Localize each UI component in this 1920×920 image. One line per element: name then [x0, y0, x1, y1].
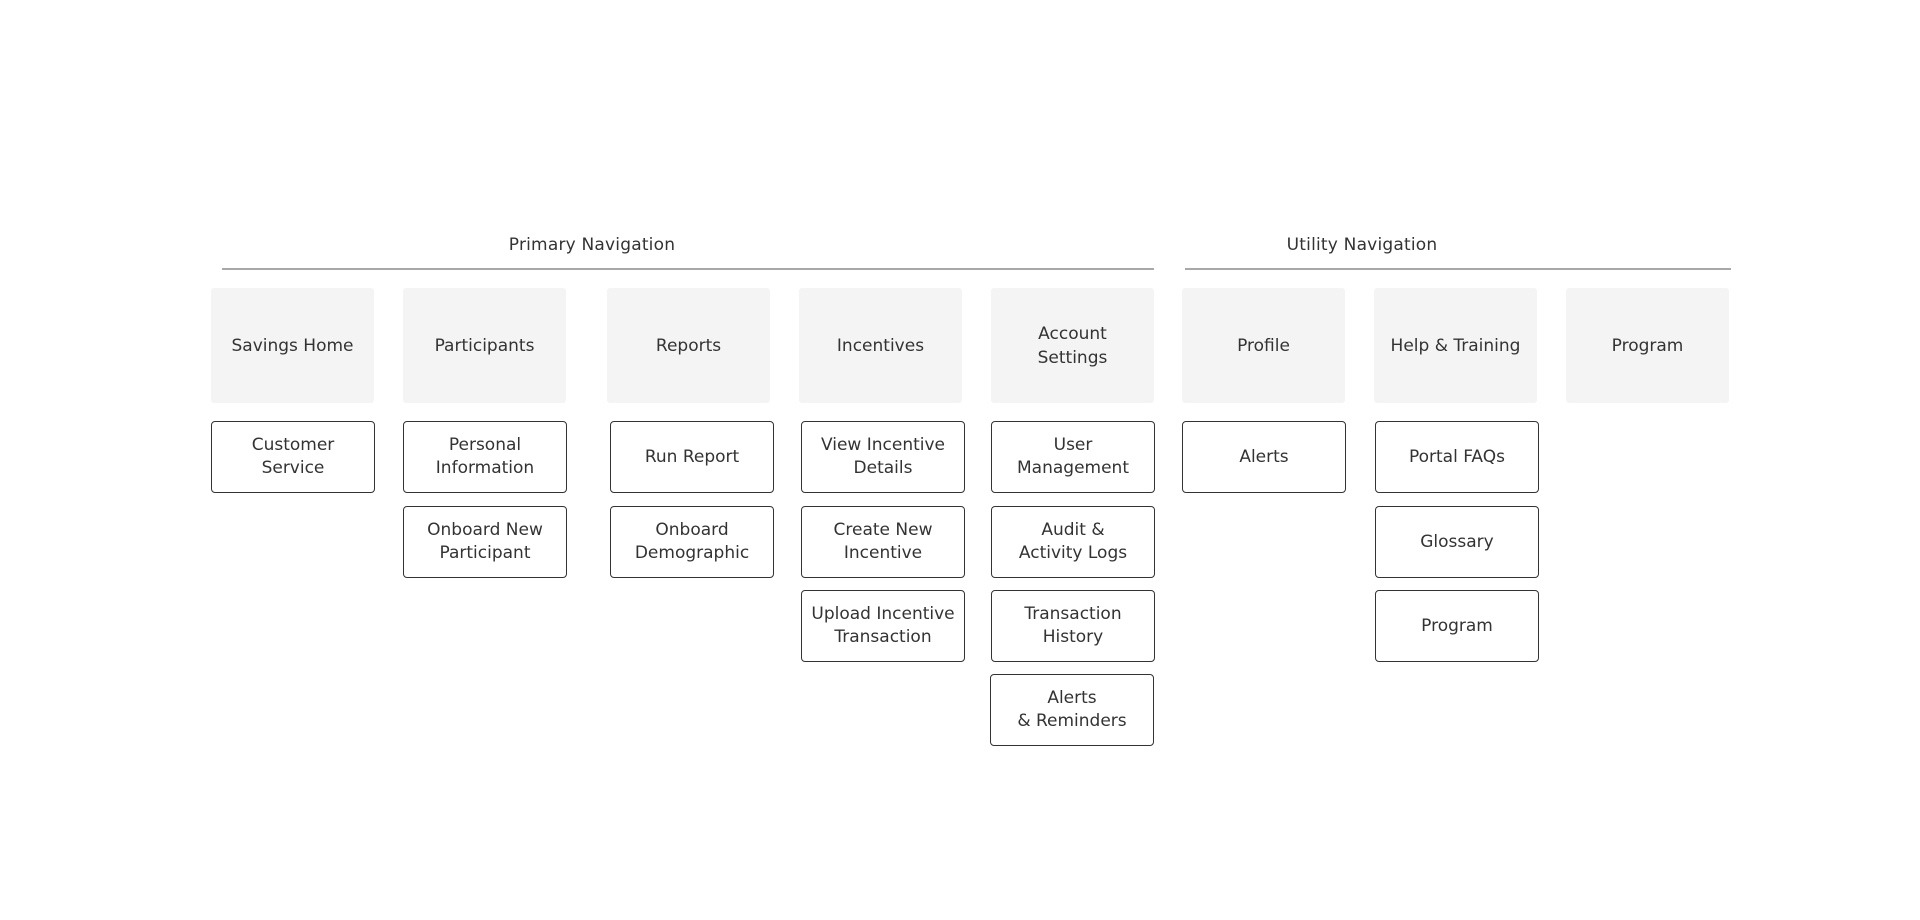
- subnav-create-new-incentive[interactable]: Create New Incentive: [801, 506, 965, 578]
- nav-item-savings-home[interactable]: Savings Home: [211, 288, 374, 403]
- nav-column-participants: Participants Personal Information Onboar…: [403, 288, 568, 578]
- nav-item-help-training[interactable]: Help & Training: [1374, 288, 1537, 403]
- subnav-onboard-new-participant[interactable]: Onboard New Participant: [403, 506, 567, 578]
- nav-column-incentives: Incentives View Incentive Details Create…: [799, 288, 965, 662]
- nav-column-savings-home: Savings Home Customer Service: [211, 288, 376, 493]
- nav-column-account-settings: Account Settings User Management Audit &…: [990, 288, 1156, 746]
- primary-navigation-rule: [222, 268, 1154, 270]
- nav-column-program: Program: [1566, 288, 1731, 403]
- subnav-program[interactable]: Program: [1375, 590, 1539, 662]
- subnav-transaction-history[interactable]: Transaction History: [991, 590, 1155, 662]
- nav-item-participants[interactable]: Participants: [403, 288, 566, 403]
- subnav-audit-activity-logs[interactable]: Audit & Activity Logs: [991, 506, 1155, 578]
- nav-item-incentives[interactable]: Incentives: [799, 288, 962, 403]
- nav-column-reports: Reports Run Report Onboard Demographic: [607, 288, 774, 578]
- subnav-alerts[interactable]: Alerts: [1182, 421, 1346, 493]
- nav-item-profile[interactable]: Profile: [1182, 288, 1345, 403]
- subnav-alerts-reminders[interactable]: Alerts & Reminders: [990, 674, 1154, 746]
- subnav-upload-incentive-transaction[interactable]: Upload Incentive Transaction: [801, 590, 965, 662]
- nav-column-profile: Profile Alerts: [1182, 288, 1347, 493]
- nav-item-program[interactable]: Program: [1566, 288, 1729, 403]
- subnav-run-report[interactable]: Run Report: [610, 421, 774, 493]
- subnav-onboard-demographic[interactable]: Onboard Demographic: [610, 506, 774, 578]
- subnav-user-management[interactable]: User Management: [991, 421, 1155, 493]
- nav-item-account-settings[interactable]: Account Settings: [991, 288, 1154, 403]
- subnav-personal-information[interactable]: Personal Information: [403, 421, 567, 493]
- nav-column-help-training: Help & Training Portal FAQs Glossary Pro…: [1374, 288, 1539, 662]
- utility-navigation-rule: [1185, 268, 1731, 270]
- utility-navigation-label: Utility Navigation: [1286, 235, 1438, 255]
- primary-navigation-label: Primary Navigation: [508, 235, 676, 255]
- subnav-glossary[interactable]: Glossary: [1375, 506, 1539, 578]
- subnav-customer-service[interactable]: Customer Service: [211, 421, 375, 493]
- subnav-view-incentive-details[interactable]: View Incentive Details: [801, 421, 965, 493]
- subnav-portal-faqs[interactable]: Portal FAQs: [1375, 421, 1539, 493]
- nav-item-reports[interactable]: Reports: [607, 288, 770, 403]
